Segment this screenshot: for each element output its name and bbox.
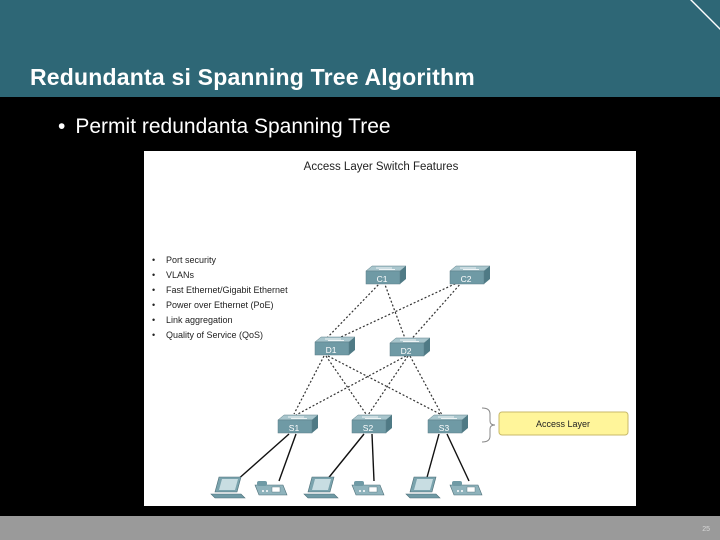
svg-text:•: • bbox=[152, 315, 155, 325]
switch-label: S3 bbox=[439, 423, 450, 433]
access-layer-bracket bbox=[481, 407, 496, 443]
slide-title: Redundanta si Spanning Tree Algorithm bbox=[30, 64, 475, 90]
feature-item: Port security bbox=[166, 255, 217, 265]
svg-text:•: • bbox=[152, 270, 155, 280]
endpoint-links bbox=[235, 433, 470, 482]
ip-phone-icon bbox=[254, 480, 288, 496]
feature-item: Link aggregation bbox=[166, 315, 233, 325]
ip-phone-icon bbox=[449, 480, 483, 496]
switch-c1: C1 bbox=[365, 265, 407, 285]
switch-label: C1 bbox=[377, 274, 388, 284]
pc-icon bbox=[210, 476, 246, 499]
page-number: 25 bbox=[702, 526, 710, 533]
network-diagram-figure: Access Layer Switch Features • Port secu… bbox=[144, 151, 636, 506]
bullet-text: Permit redundanta Spanning Tree bbox=[75, 115, 391, 138]
figure-title: Access Layer Switch Features bbox=[304, 161, 459, 173]
callout-label: Access Layer bbox=[536, 419, 590, 429]
bullet-dot: • bbox=[58, 115, 66, 138]
switch-label: C2 bbox=[461, 274, 472, 284]
feature-list: • Port security • VLANs • Fast Ethernet/… bbox=[152, 255, 288, 340]
ip-phone-icon bbox=[351, 480, 385, 496]
switch-label: D1 bbox=[326, 345, 337, 355]
svg-text:•: • bbox=[152, 300, 155, 310]
switch-label: S2 bbox=[363, 423, 374, 433]
pc-icon bbox=[303, 476, 339, 499]
switch-c2: C2 bbox=[449, 265, 491, 285]
feature-item: Power over Ethernet (PoE) bbox=[166, 300, 274, 310]
slide-footer: 25 bbox=[0, 516, 720, 540]
switch-s1: S1 bbox=[277, 414, 319, 434]
pc-icon bbox=[405, 476, 441, 499]
bullet-item: • Permit redundanta Spanning Tree bbox=[58, 115, 391, 139]
switch-d2: D2 bbox=[389, 337, 431, 357]
header-corner-decoration bbox=[690, 0, 720, 30]
slide-header: Redundanta si Spanning Tree Algorithm bbox=[0, 0, 720, 97]
feature-item: Quality of Service (QoS) bbox=[166, 330, 263, 340]
redundant-links bbox=[293, 281, 463, 416]
svg-text:•: • bbox=[152, 285, 155, 295]
switch-s3: S3 bbox=[427, 414, 469, 434]
switch-s2: S2 bbox=[351, 414, 393, 434]
switch-d1: D1 bbox=[314, 336, 356, 356]
svg-text:•: • bbox=[152, 330, 155, 340]
access-layer-callout: Access Layer bbox=[498, 411, 629, 436]
network-diagram: Access Layer Switch Features • Port secu… bbox=[152, 161, 629, 499]
switch-label: S1 bbox=[289, 423, 300, 433]
svg-text:•: • bbox=[152, 255, 155, 265]
feature-item: Fast Ethernet/Gigabit Ethernet bbox=[166, 285, 288, 295]
feature-item: VLANs bbox=[166, 270, 195, 280]
switch-label: D2 bbox=[401, 346, 412, 356]
